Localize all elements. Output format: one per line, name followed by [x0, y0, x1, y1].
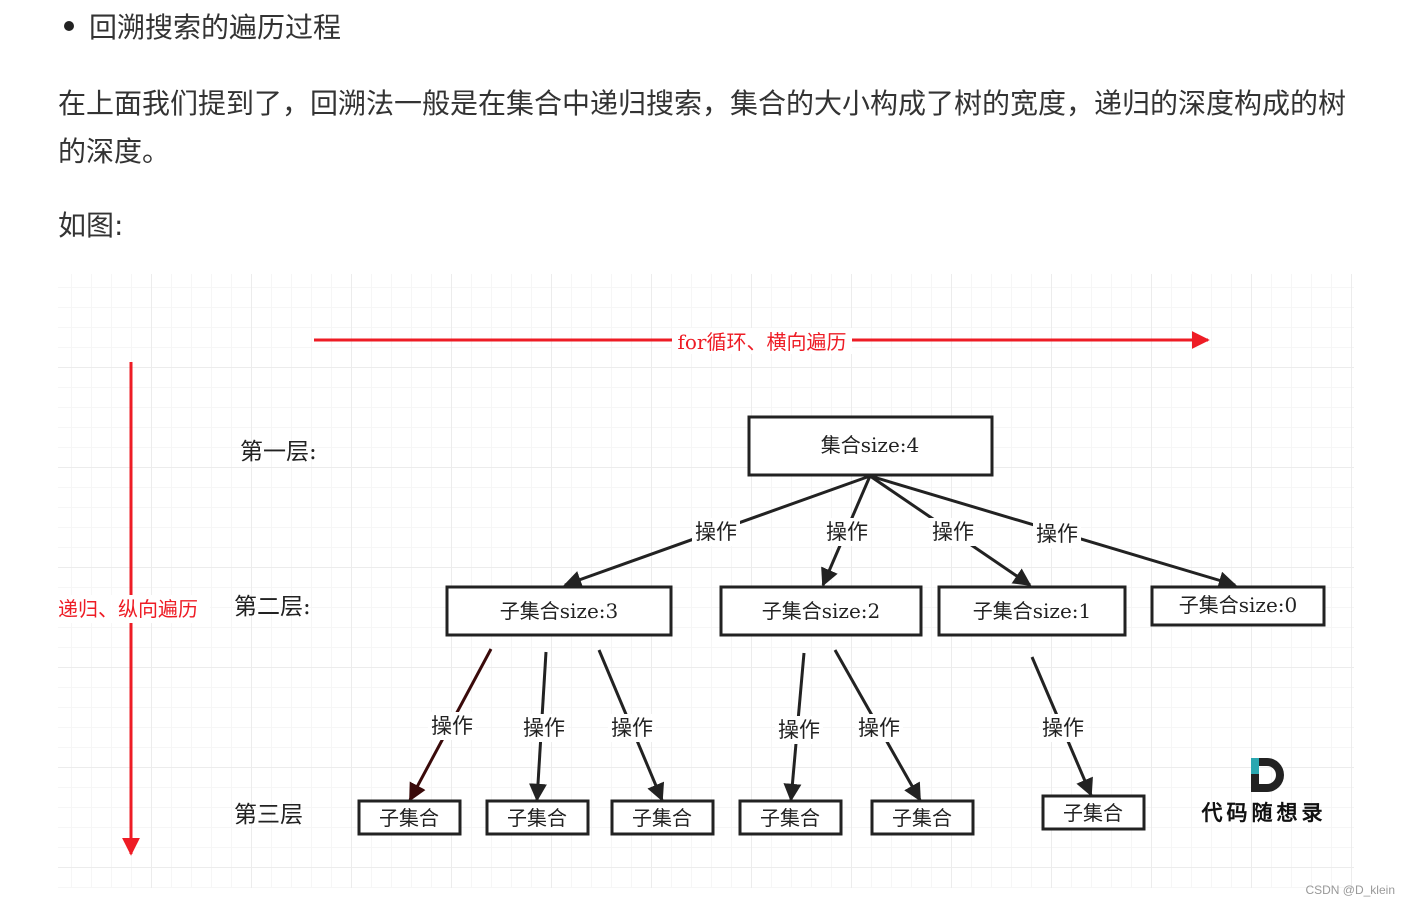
- edge-label-op: 操作: [1042, 716, 1084, 740]
- level3-node-label: 子集合: [632, 806, 692, 830]
- level-label-1: 第一层:: [240, 439, 317, 465]
- section-bullet: 回溯搜索的遍历过程: [58, 6, 341, 46]
- level2-node-label: 子集合size:2: [762, 599, 881, 623]
- horizontal-label-bg: [672, 328, 852, 354]
- section-heading: 回溯搜索的遍历过程: [89, 11, 342, 44]
- edge-label-op: 操作: [431, 714, 473, 738]
- horizontal-traversal-label: for循环、横向遍历: [677, 330, 846, 354]
- level2-node-label: 子集合size:3: [500, 599, 619, 623]
- level2-node: 子集合size:3: [445, 585, 673, 637]
- level3-node: 子集合: [1041, 794, 1146, 831]
- level3-node: 子集合: [870, 799, 975, 836]
- level-label-3: 第三层: [234, 802, 303, 828]
- level2-node: 子集合size:2: [719, 585, 923, 637]
- vertical-label-bg: [58, 595, 210, 623]
- edge-label-op: 操作: [858, 716, 900, 740]
- logo: 代码随想录: [1201, 758, 1327, 825]
- watermark-credit: CSDN @D_klein: [1305, 883, 1395, 897]
- figure-caption: 如图:: [58, 209, 124, 242]
- tree-diagram: for循环、横向遍历 递归、纵向遍历 第一层: 第二层: 第三层 操作: [58, 328, 1327, 856]
- level3-node: 子集合: [738, 799, 843, 836]
- level2-node: 子集合size:1: [937, 585, 1127, 637]
- vertical-traversal-label: 递归、纵向遍历: [58, 597, 198, 621]
- root-node-label: 集合size:4: [821, 433, 920, 457]
- level3-node-label: 子集合: [892, 806, 952, 830]
- level3-node-label: 子集合: [379, 806, 439, 830]
- level3-node: 子集合: [357, 799, 462, 836]
- level3-node-label: 子集合: [760, 806, 820, 830]
- edge-label-op: 操作: [695, 520, 737, 544]
- root-node: 集合size:4: [747, 415, 994, 477]
- edge-label-op: 操作: [1036, 522, 1078, 546]
- logo-text: 代码随想录: [1201, 801, 1327, 825]
- edge-label-op: 操作: [611, 716, 653, 740]
- level3-node: 子集合: [485, 799, 590, 836]
- edge-label-op: 操作: [932, 520, 974, 544]
- level2-node-label: 子集合size:0: [1179, 593, 1298, 617]
- level-label-2: 第二层:: [234, 594, 311, 620]
- intro-paragraph: 在上面我们提到了，回溯法一般是在集合中递归搜索，集合的大小构成了树的宽度，递归的…: [58, 87, 1347, 168]
- edge-label-op: 操作: [523, 716, 565, 740]
- level2-node: 子集合size:0: [1150, 585, 1326, 627]
- level3-node-label: 子集合: [1063, 801, 1123, 825]
- level2-node-label: 子集合size:1: [973, 599, 1092, 623]
- edge-label-op: 操作: [826, 520, 868, 544]
- level3-node: 子集合: [610, 799, 715, 836]
- edge-label-op: 操作: [778, 718, 820, 742]
- bullet-dot: [64, 21, 74, 31]
- level3-node-label: 子集合: [507, 806, 567, 830]
- backtracking-tree-figure: for循环、横向遍历 递归、纵向遍历 第一层: 第二层: 第三层 操作: [58, 274, 1354, 888]
